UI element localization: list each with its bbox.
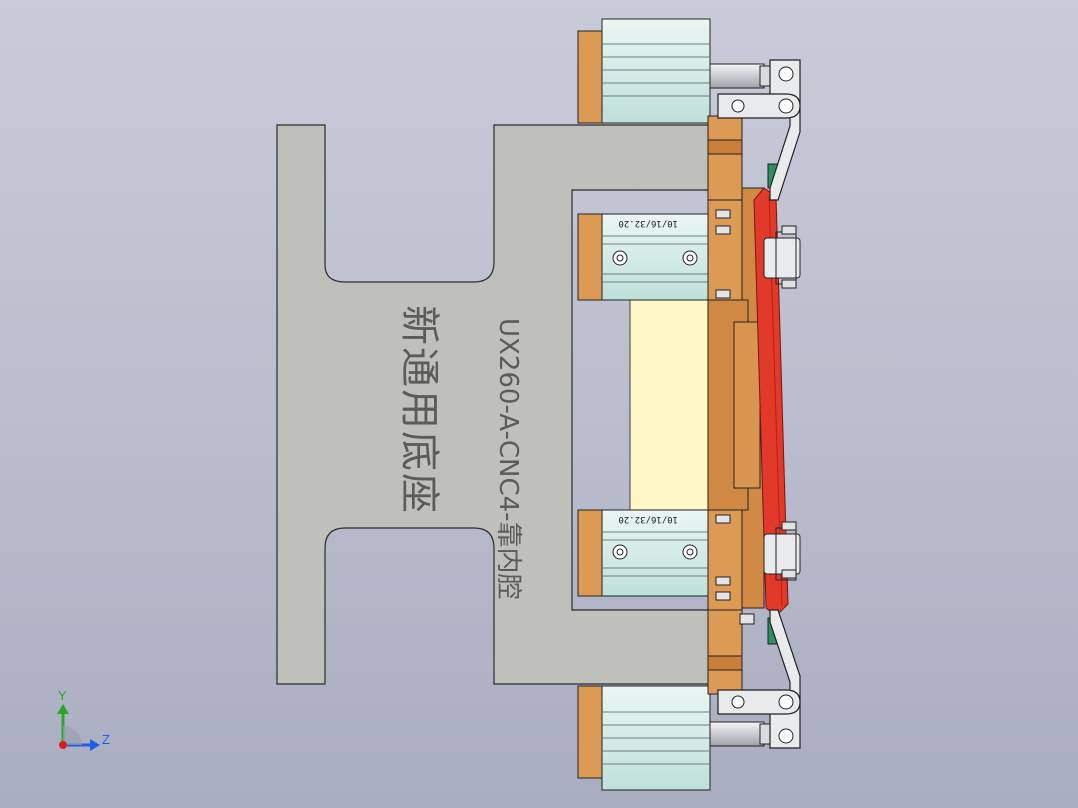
axis-triad: Y Z	[57, 688, 110, 751]
base-plate	[276, 124, 711, 685]
lower-clamp-head	[763, 521, 801, 581]
part-code-engraving: UX260-A-CNC4-靠内腔	[493, 318, 523, 600]
top-clamp-arm	[717, 59, 801, 201]
bottom-cylinder	[577, 685, 771, 791]
upper-clamp-head	[763, 225, 801, 289]
z-axis-label: Z	[102, 732, 110, 747]
part-name-engraving: 新通用底座	[396, 305, 442, 515]
y-axis-label: Y	[58, 688, 67, 703]
bottom-clamp-arm	[717, 609, 801, 749]
top-cylinder	[577, 18, 771, 124]
cylinder-label-upper: 10/16/32.20	[618, 218, 678, 228]
cylinder-label-lower: 10/16/32.20	[618, 514, 678, 524]
